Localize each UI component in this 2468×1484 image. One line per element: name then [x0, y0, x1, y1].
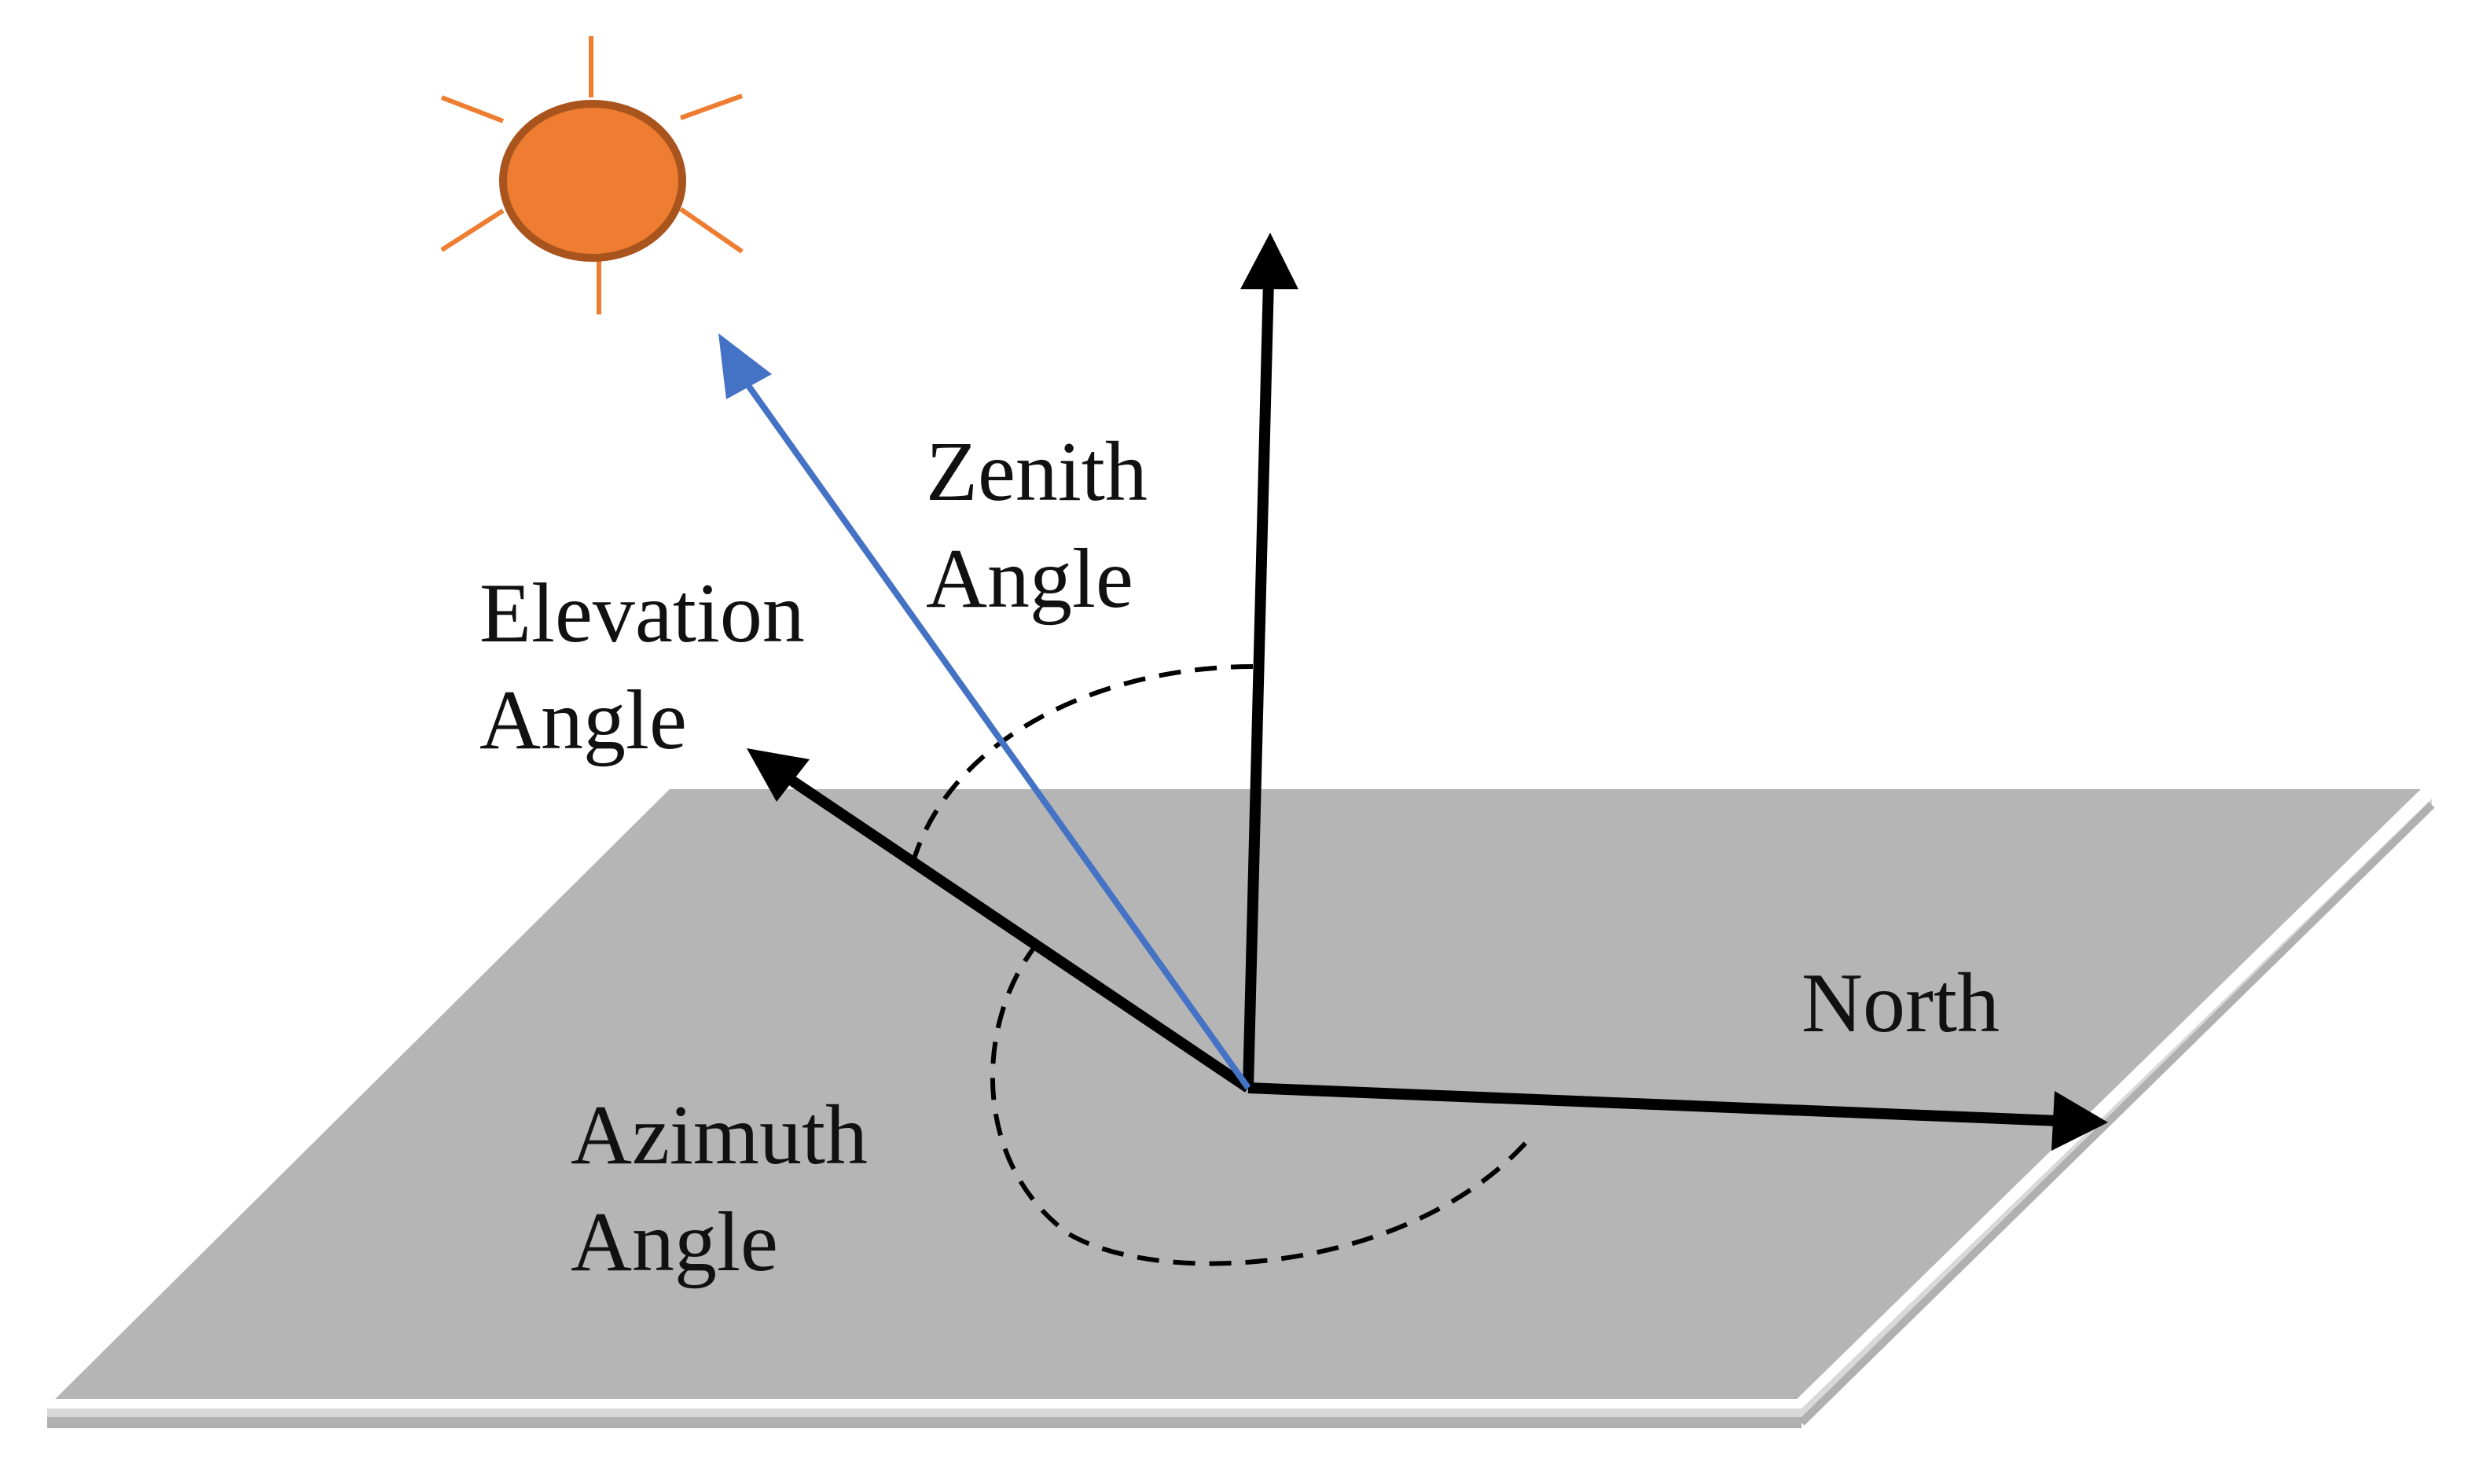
sun-ray: [440, 208, 505, 252]
zenith-axis: [1243, 279, 1274, 1089]
ground-projection-axis: [783, 772, 1251, 1093]
zenith-angle-label-line2: Angle: [926, 532, 1133, 626]
azimuth-angle-label-line1: Azimuth: [571, 1089, 868, 1182]
zenith-angle-label-line1: Zenith: [926, 425, 1148, 519]
sun-vector: [740, 377, 1251, 1090]
sun-disc: [499, 100, 686, 262]
elevation-angle-label-line2: Angle: [479, 674, 687, 767]
elevation-angle-label: Elevation Angle: [479, 490, 847, 767]
ground-plane-surface: [55, 789, 2421, 1399]
azimuth-angle-arc: [990, 942, 1535, 1266]
sun-ray: [679, 94, 744, 120]
sun-vector-arrowhead: [718, 333, 772, 399]
sun-ray: [679, 207, 744, 254]
sun-icon: [440, 36, 744, 314]
ground-plane-right-edge: [1798, 802, 2435, 1426]
azimuth-angle-label-line2: Angle: [571, 1196, 778, 1289]
elevation-angle-label-line1: Elevation: [479, 567, 805, 660]
ground-plane: [47, 789, 2435, 1428]
north-label: North: [1801, 957, 2000, 1050]
ground-projection-arrowhead: [747, 748, 810, 802]
north-axis: [1247, 1082, 2060, 1126]
azimuth-angle-label: Azimuth Angle: [571, 1012, 910, 1289]
zenith-axis-arrowhead: [1240, 233, 1298, 289]
north-axis-arrowhead: [2051, 1091, 2108, 1151]
zenith-angle-label: Zenith Angle: [926, 349, 1190, 626]
zenith-angle-arc: [908, 664, 1254, 873]
sun-ray: [440, 95, 505, 123]
